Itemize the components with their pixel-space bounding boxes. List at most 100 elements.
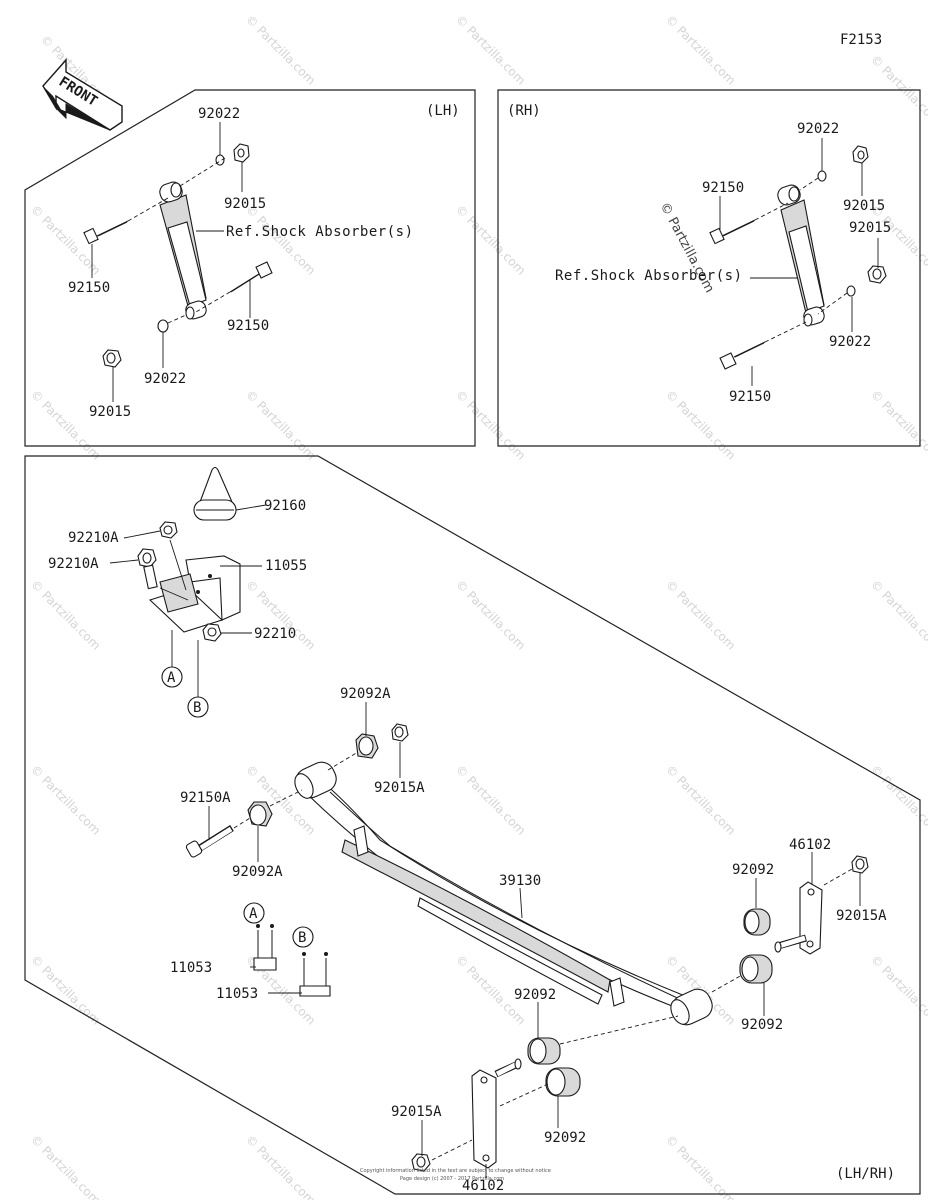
part-number-label: 39130 — [499, 873, 541, 889]
rh-nut-top — [852, 145, 869, 164]
bushing-92092-center — [527, 1037, 561, 1065]
part-number-label: 92092 — [514, 987, 556, 1003]
bushing-92092-r1 — [743, 908, 771, 936]
watermark: © Partzilla.com — [868, 952, 928, 1027]
part-number-label: 92092 — [544, 1130, 586, 1146]
part-number-label: 92150 — [729, 389, 771, 405]
u-bolt-11053-b — [299, 952, 331, 997]
shackle-46102-bottom — [471, 1058, 522, 1169]
lh-washer-top — [215, 154, 225, 166]
part-number-label: 92210A — [68, 530, 119, 546]
bolt-92150a — [185, 825, 234, 858]
part-number-label: 92022 — [144, 371, 186, 387]
ref-shock-absorber-label: Ref.Shock Absorber(s) — [226, 224, 414, 240]
part-number-label: 92092 — [732, 862, 774, 878]
watermark: © Partzilla.com — [243, 387, 318, 462]
nut-92210 — [202, 623, 222, 642]
leaf-spring — [294, 761, 713, 1026]
part-number-label: 92092A — [340, 686, 391, 702]
lh-shock-absorber — [159, 181, 207, 320]
part-number-label: 92092A — [232, 864, 283, 880]
rh-bolt-top — [709, 219, 756, 245]
part-number-label: 92015 — [849, 220, 891, 236]
watermark: © Partzilla.com — [868, 387, 928, 462]
ref-a-label: A — [167, 670, 176, 686]
rh-panel: (RH) © Partzilla.com — [497, 89, 921, 447]
part-number-label: 92210 — [254, 626, 296, 642]
ref-circle-a-ubolt: A — [243, 902, 265, 924]
watermark: © Partzilla.com — [453, 577, 528, 652]
shackle-46102-right — [774, 881, 823, 955]
rh-panel-frame — [497, 89, 921, 447]
front-arrow-icon: FRONT — [42, 58, 123, 131]
part-number-label: 92022 — [198, 106, 240, 122]
ubolt-a-tag: A — [249, 906, 258, 922]
part-number-label: 46102 — [789, 837, 831, 853]
ref-circle-b-ubolt: B — [292, 926, 314, 948]
nut-92210a-1 — [159, 521, 178, 539]
watermark: © Partzilla.com — [663, 1132, 738, 1200]
footer-copyright: Copyright information listed in the text… — [360, 1168, 551, 1174]
part-number-label: 92015A — [391, 1104, 442, 1120]
part-number-label: 92015A — [374, 780, 425, 796]
watermark: © Partzilla.com — [28, 762, 103, 837]
lh-nut-bottom — [102, 349, 122, 368]
ref-circle-b: B — [187, 696, 209, 718]
lh-side-label: (LH) — [426, 103, 460, 119]
nut-92015a-right — [851, 855, 869, 874]
bushing-92092a-left — [247, 801, 273, 827]
bushing-92092-r2 — [739, 954, 773, 984]
watermark: © Partzilla.com — [243, 12, 318, 87]
part-number-label: 92150A — [180, 790, 231, 806]
lh-bolt-bottom — [229, 261, 273, 293]
ref-shock-absorber-label: Ref.Shock Absorber(s) — [555, 268, 743, 284]
lh-nut-top — [233, 143, 250, 163]
watermark: © Partzilla.com — [663, 577, 738, 652]
rh-washer-bottom — [846, 285, 856, 297]
part-number-label: 92160 — [264, 498, 306, 514]
part-number-label: 92015 — [89, 404, 131, 420]
watermark: © Partzilla.com — [453, 202, 528, 277]
part-number-label: 11053 — [216, 986, 258, 1002]
part-number-label: 92092 — [741, 1017, 783, 1033]
part-number-label: 92015A — [836, 908, 887, 924]
part-number-label: 11055 — [265, 558, 307, 574]
main-panel-frame — [24, 455, 921, 1195]
part-number-label: 92022 — [797, 121, 839, 137]
part-number-label: 92015 — [843, 198, 885, 214]
figure-code: F2153 — [840, 32, 882, 48]
watermark: © Partzilla.com — [28, 387, 103, 462]
watermark: © Partzilla.com — [28, 1132, 103, 1200]
nut-92015a-top — [391, 723, 409, 742]
part-number-label: 92022 — [829, 334, 871, 350]
watermark: © Partzilla.com — [28, 952, 103, 1027]
rh-nut-mid — [867, 265, 887, 284]
part-number-label: 92210A — [48, 556, 99, 572]
bushing-92092a-top — [355, 733, 379, 759]
part-number-label: 46102 — [462, 1178, 504, 1194]
watermark: © Partzilla.com — [663, 12, 738, 87]
part-number-label: 92015 — [224, 196, 266, 212]
lh-panel: (LH) — [24, 89, 476, 447]
rh-washer-top — [817, 170, 827, 182]
part-number-label: 92150 — [702, 180, 744, 196]
main-panel: (LH/RH) — [24, 455, 921, 1195]
part-number-label: 11053 — [170, 960, 212, 976]
footer-page-design: Page design (c) 2007 - 2017 Partzilla.co… — [400, 1176, 504, 1182]
watermark: © Partzilla.com — [663, 387, 738, 462]
main-side-label: (LH/RH) — [836, 1166, 895, 1182]
ref-b-label: B — [193, 700, 201, 716]
watermark: © Partzilla.com — [453, 762, 528, 837]
ref-circle-a: A — [161, 666, 183, 688]
bracket — [148, 555, 241, 633]
nut-92015a-bottom — [411, 1153, 431, 1172]
lh-washer-bottom — [157, 319, 169, 333]
watermark: © Partzilla.com — [28, 577, 103, 652]
rh-side-label: (RH) — [507, 103, 541, 119]
nut-92210a-2 — [137, 548, 158, 590]
rh-bolt-bottom — [719, 341, 766, 370]
bump-stop — [193, 466, 237, 521]
rh-shock-absorber — [777, 184, 825, 327]
